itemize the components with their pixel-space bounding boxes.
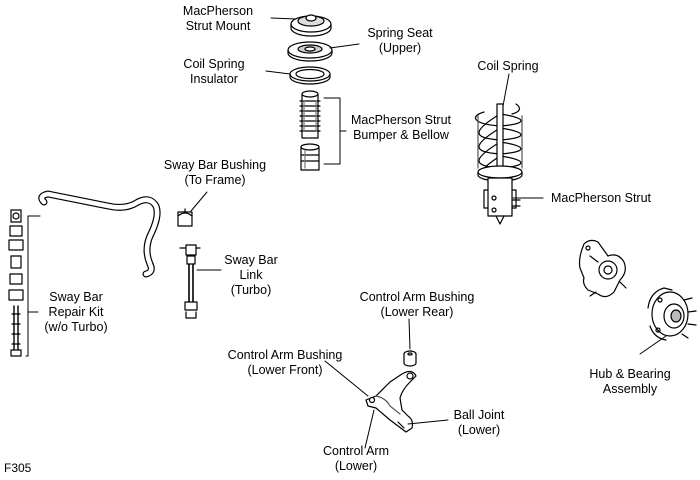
ca-bushing-rear-part [404, 351, 416, 366]
label-line: Control Arm Bushing [227, 348, 343, 362]
sway-bar-part [42, 194, 157, 274]
label-line: Spring Seat [367, 26, 433, 40]
label-strut-mount: MacPherson Strut Mount [166, 4, 270, 34]
strut-bellow-part [300, 91, 320, 138]
label-line: Strut Mount [185, 19, 251, 33]
label-line: Control Arm Bushing [359, 290, 475, 304]
label-coil-spring: Coil Spring [470, 59, 546, 74]
spring-seat-upper-part [288, 42, 332, 61]
figure-id: F305 [4, 461, 32, 475]
label-strut-bumper-bellow: MacPherson Strut Bumper & Bellow [344, 113, 458, 143]
label-line: (w/o Turbo) [44, 320, 108, 334]
label-line: Sway Bar [224, 253, 278, 267]
label-line: Coil Spring [183, 57, 245, 71]
leader-lines [26, 18, 666, 448]
label-macpherson-strut: MacPherson Strut [544, 191, 658, 206]
label-sway-bar-bushing: Sway Bar Bushing (To Frame) [156, 158, 274, 188]
label-line: (Lower Front) [247, 363, 323, 377]
strut-bumper-part [301, 144, 319, 170]
label-line: Assembly [602, 382, 658, 396]
label-line: (To Frame) [184, 173, 246, 187]
label-control-arm: Control Arm (Lower) [314, 444, 398, 474]
label-hub-bearing: Hub & Bearing Assembly [582, 367, 678, 397]
label-line: Sway Bar Bushing [163, 158, 267, 172]
coil-spring-insulator-part [290, 67, 330, 84]
label-line: Sway Bar [49, 290, 103, 304]
label-line: Coil Spring [477, 59, 539, 73]
label-line: MacPherson [182, 4, 254, 18]
label-line: MacPherson Strut [350, 113, 452, 127]
control-arm-part [366, 371, 416, 432]
steering-knuckle-part [580, 240, 627, 296]
label-ca-bushing-rear: Control Arm Bushing (Lower Rear) [352, 290, 482, 320]
label-line: (Upper) [378, 41, 422, 55]
label-line: (Lower) [334, 459, 378, 473]
strut-mount-part [291, 15, 331, 36]
label-sway-bar-repair-kit: Sway Bar Repair Kit (w/o Turbo) [36, 290, 116, 335]
label-line: MacPherson Strut [550, 191, 652, 205]
label-line: (Lower Rear) [380, 305, 454, 319]
label-spring-seat-upper: Spring Seat (Upper) [358, 26, 442, 56]
label-coil-spring-insulator: Coil Spring Insulator [166, 57, 262, 87]
label-ca-bushing-front: Control Arm Bushing (Lower Front) [220, 348, 350, 378]
label-line: Link [239, 268, 263, 282]
sway-bar-link-part [180, 245, 200, 318]
label-ball-joint: Ball Joint (Lower) [446, 408, 512, 438]
label-line: (Turbo) [230, 283, 272, 297]
sway-bar-bushing-part [178, 209, 192, 226]
hub-bearing-part [648, 288, 696, 340]
sway-bar-repair-kit-part [9, 210, 23, 356]
label-line: (Lower) [457, 423, 501, 437]
label-line: Ball Joint [453, 408, 505, 422]
label-line: Bumper & Bellow [353, 128, 449, 142]
label-line: Repair Kit [48, 305, 104, 319]
label-line: Insulator [190, 72, 238, 86]
label-line: Hub & Bearing [589, 367, 671, 381]
label-sway-bar-link: Sway Bar Link (Turbo) [219, 253, 283, 298]
macpherson-strut-part [478, 104, 522, 224]
label-line: Control Arm [323, 444, 389, 458]
